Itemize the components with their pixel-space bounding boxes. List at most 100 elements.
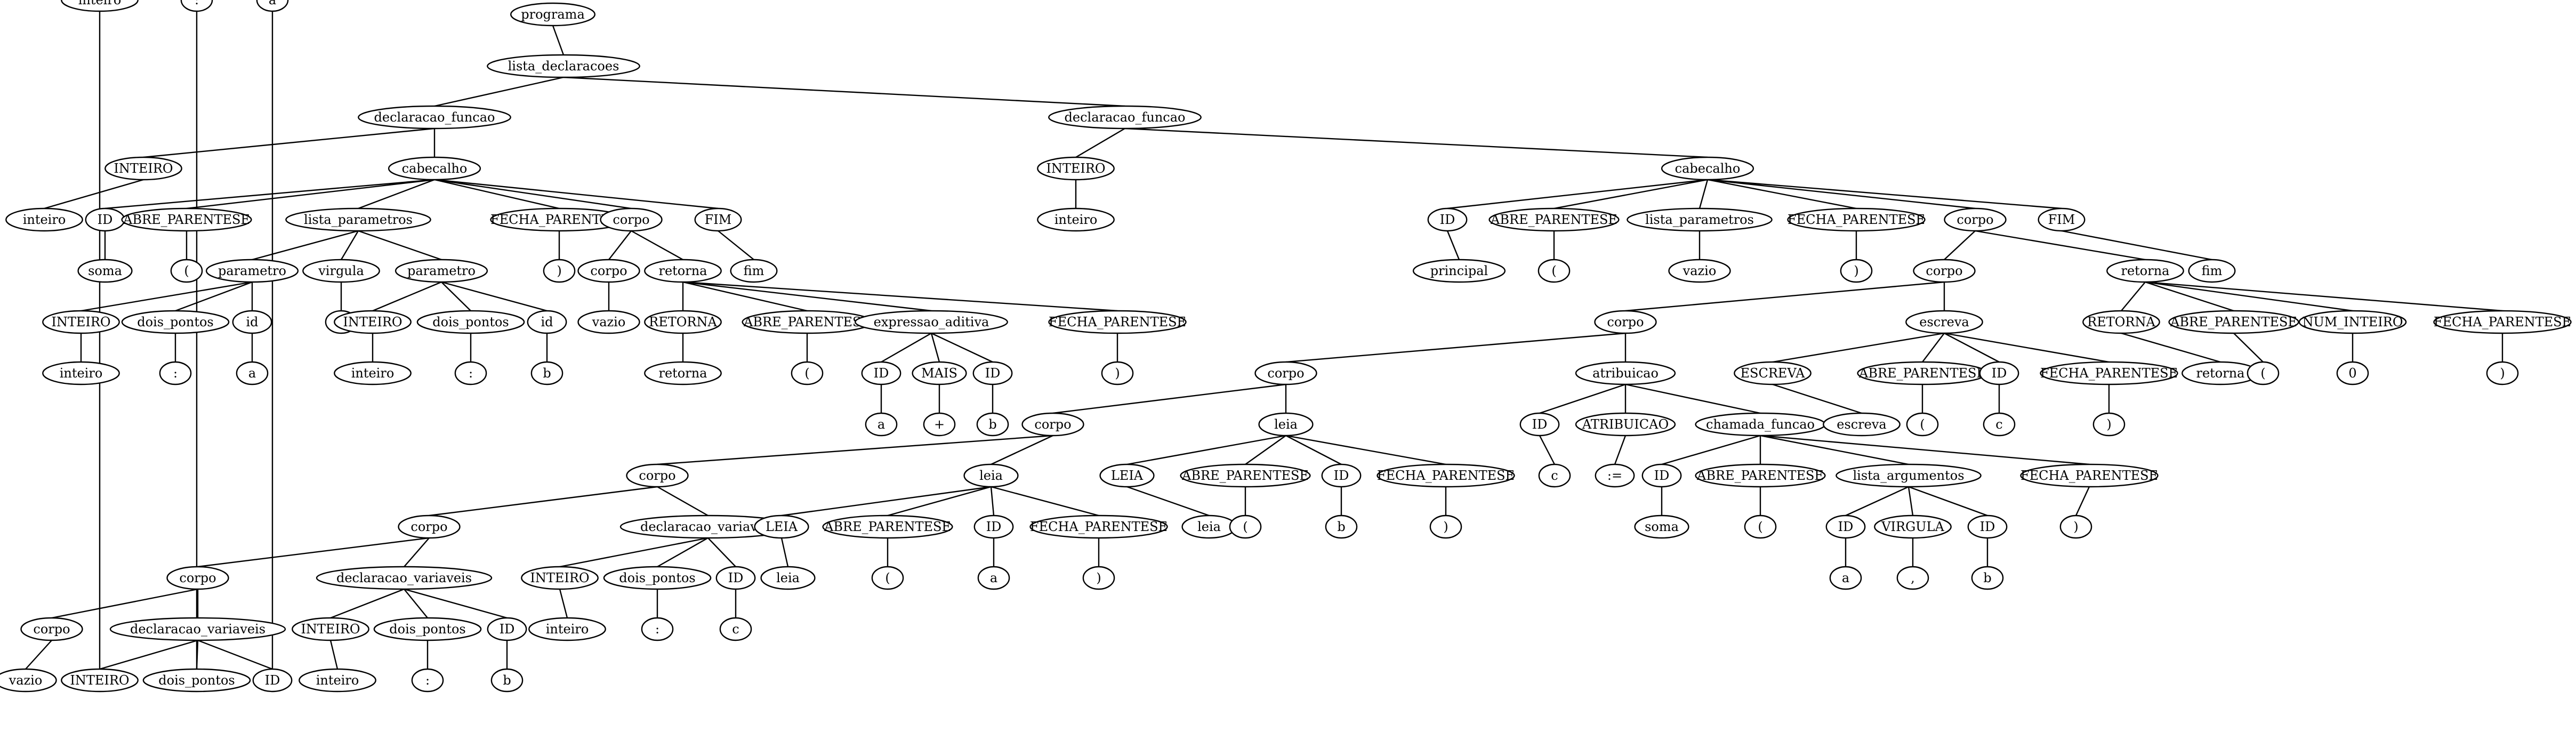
tree-node: 0	[2336, 361, 2369, 385]
tree-node: corpo	[166, 566, 229, 590]
node-label: declaracao_funcao	[1065, 110, 1186, 125]
tree-node: )	[1429, 514, 1462, 539]
tree-node: fim	[2188, 259, 2236, 283]
node-label: corpo	[1607, 315, 1644, 329]
edge-n65-n66	[429, 486, 658, 517]
node-label: FECHA_PARENTESE	[2434, 315, 2571, 329]
node-ellipse	[822, 514, 953, 539]
node-ellipse	[180, 0, 213, 12]
node-ellipse	[1823, 412, 1901, 437]
tree-node: ESCREVA	[1734, 361, 1812, 385]
edge-n5-n8	[186, 179, 435, 210]
tree-node: ABRE_PARENTESE	[1695, 463, 1826, 488]
edge-n100-n103	[1245, 435, 1286, 465]
node-ellipse	[1427, 207, 1468, 232]
node-ellipse	[528, 617, 606, 641]
edge-n137-n138	[2121, 281, 2146, 311]
edge-n77-n80	[404, 589, 428, 618]
node-label: corpo	[1034, 417, 1071, 432]
tree-node: FIM	[2038, 207, 2086, 232]
node-ellipse	[923, 412, 956, 437]
tree-node: chamada_funcao	[1695, 412, 1826, 437]
tree-node: ID	[861, 361, 901, 385]
tree-node: b	[1325, 514, 1358, 539]
node-ellipse	[42, 310, 120, 334]
tree-node: dois_pontos	[416, 310, 525, 334]
tree-node: id	[232, 310, 272, 334]
node-label: :	[195, 0, 199, 7]
tree-node: FECHA_PARENTESE	[1048, 310, 1187, 334]
node-ellipse	[373, 617, 482, 641]
node-ellipse	[77, 259, 133, 283]
node-ellipse	[1825, 514, 1866, 539]
node-label: corpo	[1957, 212, 1993, 227]
edge-n91-n92	[781, 486, 992, 517]
node-label: soma	[88, 263, 122, 278]
node-ellipse	[577, 310, 640, 334]
edge-n128-n135	[1944, 332, 2110, 363]
node-label: leia	[979, 468, 1003, 483]
tree-node: inteiro	[5, 207, 83, 232]
node-label: (	[1243, 519, 1247, 534]
node-label: corpo	[639, 468, 675, 483]
tree-node: leia	[1258, 412, 1314, 437]
edge-n11-n14	[175, 281, 253, 312]
node-label: dois_pontos	[619, 570, 695, 585]
tree-node: leia	[963, 463, 1019, 488]
node-label: LEIA	[1111, 468, 1144, 483]
edge-n1-n2	[434, 76, 564, 107]
tree-node: retorna	[2106, 259, 2184, 283]
node-ellipse	[865, 412, 898, 437]
node-ellipse	[316, 566, 493, 590]
node-ellipse	[1744, 514, 1777, 539]
node-label: FECHA_PARENTESE	[2020, 468, 2158, 483]
tree-node: +	[923, 412, 956, 437]
tree-node: ABRE_PARENTESE	[121, 207, 252, 232]
edge-n114-n126	[1760, 435, 2090, 465]
node-label: )	[2073, 519, 2078, 534]
tree-node: b	[530, 361, 564, 385]
tree-node: INTEIRO	[1037, 156, 1115, 181]
node-label: b	[543, 366, 551, 381]
node-ellipse	[543, 259, 576, 283]
node-ellipse	[1488, 207, 1620, 232]
node-ellipse	[109, 617, 286, 641]
edge-n60-n137	[1975, 230, 2146, 261]
edge-n137-n142	[2145, 281, 2353, 312]
tree-node: inteiro	[1037, 207, 1115, 232]
tree-node: corpo	[20, 617, 83, 641]
node-ellipse	[5, 207, 83, 232]
node-label: )	[2500, 366, 2505, 381]
node-ellipse	[1029, 514, 1168, 539]
edge-n109-n110	[1539, 383, 1626, 414]
node-ellipse	[292, 617, 369, 641]
node-ellipse	[644, 310, 722, 334]
node-ellipse	[1021, 412, 1084, 437]
node-label: inteiro	[78, 0, 122, 7]
tree-node: ABRE_PARENTESE	[2168, 310, 2299, 334]
node-label: ABRE_PARENTESE	[1696, 468, 1824, 483]
tree-node: vazio	[0, 668, 57, 693]
edge-n119-n124	[1908, 486, 1988, 517]
node-label: ID	[1980, 519, 1995, 534]
tree-node: b	[490, 668, 524, 693]
node-label: ID	[728, 570, 744, 585]
node-label: (	[885, 570, 890, 585]
tree-node: RETORNA	[2082, 310, 2160, 334]
tree-node: lista_declaracoes	[487, 54, 640, 78]
tree-node: lista_parametros	[285, 207, 431, 232]
tree-node: id	[527, 310, 567, 334]
node-ellipse	[715, 566, 756, 590]
node-ellipse	[1734, 361, 1812, 385]
node-ellipse	[1037, 207, 1115, 232]
edge-n61-n62	[1625, 281, 1945, 312]
edge-n29-n32	[631, 230, 683, 261]
tree-node: (	[1229, 514, 1262, 539]
node-label: 0	[2348, 366, 2356, 381]
tree-node: ID	[85, 207, 125, 232]
node-label: ABRE_PARENTESE	[743, 315, 871, 329]
node-ellipse	[487, 617, 527, 641]
node-ellipse	[1874, 514, 1952, 539]
edge-n46-n47	[718, 230, 754, 260]
edge-n129-n130	[1772, 383, 1862, 414]
